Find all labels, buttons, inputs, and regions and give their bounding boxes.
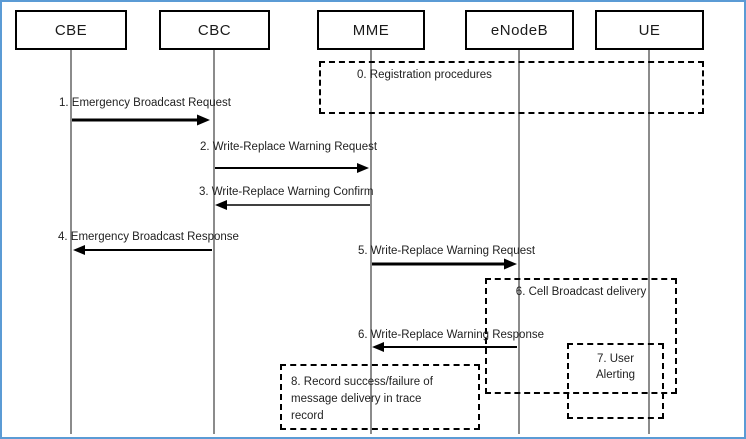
activity-box-user-alerting: 7. User Alerting [567, 343, 664, 419]
message-2-arrow [215, 163, 369, 173]
activity-box-cell-broadcast-delivery: 6. Cell Broadcast delivery [485, 278, 677, 394]
arrowhead-left-icon [372, 342, 384, 352]
message-3-arrow [215, 200, 370, 210]
message-3-label: 3. Write-Replace Warning Confirm [199, 186, 374, 198]
arrowhead-left-icon [215, 200, 227, 210]
arrowhead-right-icon [197, 114, 210, 126]
activity-label-cell-broadcast-delivery: 6. Cell Broadcast delivery [515, 286, 647, 298]
message-2-label: 2. Write-Replace Warning Request [200, 141, 378, 153]
record-trace-line-2: message delivery in trace [291, 393, 422, 405]
activity-box-registration: 0. Registration procedures [319, 61, 704, 114]
message-4-label: 4. Emergency Broadcast Response [58, 231, 239, 243]
actor-box-cbc: CBC [159, 10, 270, 50]
message-6-label: 6. Write-Replace Warning Response [358, 329, 544, 341]
user-alerting-line-1: 7. User [596, 353, 635, 365]
record-trace-line-1: 8. Record success/failure of [291, 376, 433, 388]
message-4-arrow [73, 245, 212, 255]
activity-label-registration: 0. Registration procedures [357, 69, 492, 81]
actor-box-ue: UE [595, 10, 704, 50]
actor-box-mme: MME [317, 10, 425, 50]
actor-box-cbe: CBE [15, 10, 127, 50]
actor-label-cbe: CBE [54, 21, 88, 39]
actor-label-enodeb: eNodeB [490, 21, 549, 39]
arrowhead-right-icon [504, 258, 517, 270]
message-1-arrow [72, 114, 210, 126]
user-alerting-line-2: Alerting [596, 369, 635, 381]
actor-box-enodeb: eNodeB [465, 10, 574, 50]
actor-label-mme: MME [352, 21, 390, 39]
arrowhead-right-icon [357, 163, 369, 173]
message-5-label: 5. Write-Replace Warning Request [358, 245, 536, 257]
message-6-arrow [372, 342, 517, 352]
arrowhead-left-icon [73, 245, 85, 255]
actor-label-cbc: CBC [197, 21, 232, 39]
activity-box-record-trace: 8. Record success/failure of message del… [280, 364, 480, 430]
actor-label-ue: UE [638, 21, 661, 39]
message-1-label: 1. Emergency Broadcast Request [59, 97, 231, 109]
message-5-arrow [372, 258, 517, 270]
record-trace-line-3: record [291, 410, 324, 422]
